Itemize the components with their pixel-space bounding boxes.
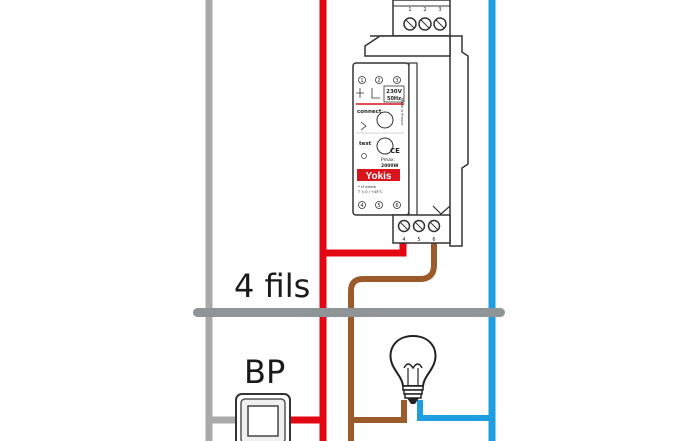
yokis-module: 1 2 3 1 2 3 230V 50Hz connect test (352, 0, 469, 247)
module-bottom-number: 4 (360, 203, 363, 209)
module-frequency: 50Hz (387, 96, 401, 102)
module-footnote: * cf notice (358, 185, 376, 189)
bottom-terminal-number: 6 (432, 237, 435, 243)
red-wire-to-module (323, 236, 407, 257)
module-brand: Yokis (366, 171, 392, 182)
module-bottom-number: 5 (377, 203, 380, 209)
top-terminal-number: 3 (438, 7, 441, 13)
module-connect-label: connect (357, 109, 382, 115)
module-bottom-number: 6 (395, 203, 398, 209)
conduit-bar (193, 308, 505, 317)
module-top-number: 1 (360, 78, 363, 84)
brown-wire-module (348, 236, 437, 441)
grey-wire (205, 0, 238, 424)
bottom-terminal-number: 5 (417, 237, 420, 243)
module-made-in: Made in France (400, 98, 404, 126)
push-button-label: BP (244, 353, 285, 391)
yokis-logo (357, 169, 400, 181)
blue-wire-lamp (417, 400, 492, 421)
bottom-terminal-number: 4 (402, 237, 405, 243)
module-voltage: 230V (386, 89, 402, 95)
top-terminal-block: 1 2 3 (392, 0, 451, 37)
module-test-label: test (359, 141, 372, 147)
top-terminal-number: 1 (408, 7, 411, 13)
module-pmax-value: 2000W (381, 163, 399, 169)
test-button-icon (376, 137, 394, 155)
top-terminal-number: 2 (423, 7, 426, 13)
wiring-label: 4 fils (234, 267, 310, 305)
connect-button-icon (376, 111, 394, 129)
bottom-terminal-block: 4 5 6 (397, 219, 441, 243)
module-top-number: 3 (395, 78, 398, 84)
module-ce-mark: CE (390, 147, 400, 155)
module-top-number: 2 (377, 78, 380, 84)
light-bulb-icon (389, 334, 437, 404)
push-button (235, 393, 291, 441)
module-footnote: T < 0 / +45°C (357, 190, 383, 194)
brown-wire-lamp (351, 400, 407, 423)
module-pmax-label: Pmax: (381, 157, 395, 163)
